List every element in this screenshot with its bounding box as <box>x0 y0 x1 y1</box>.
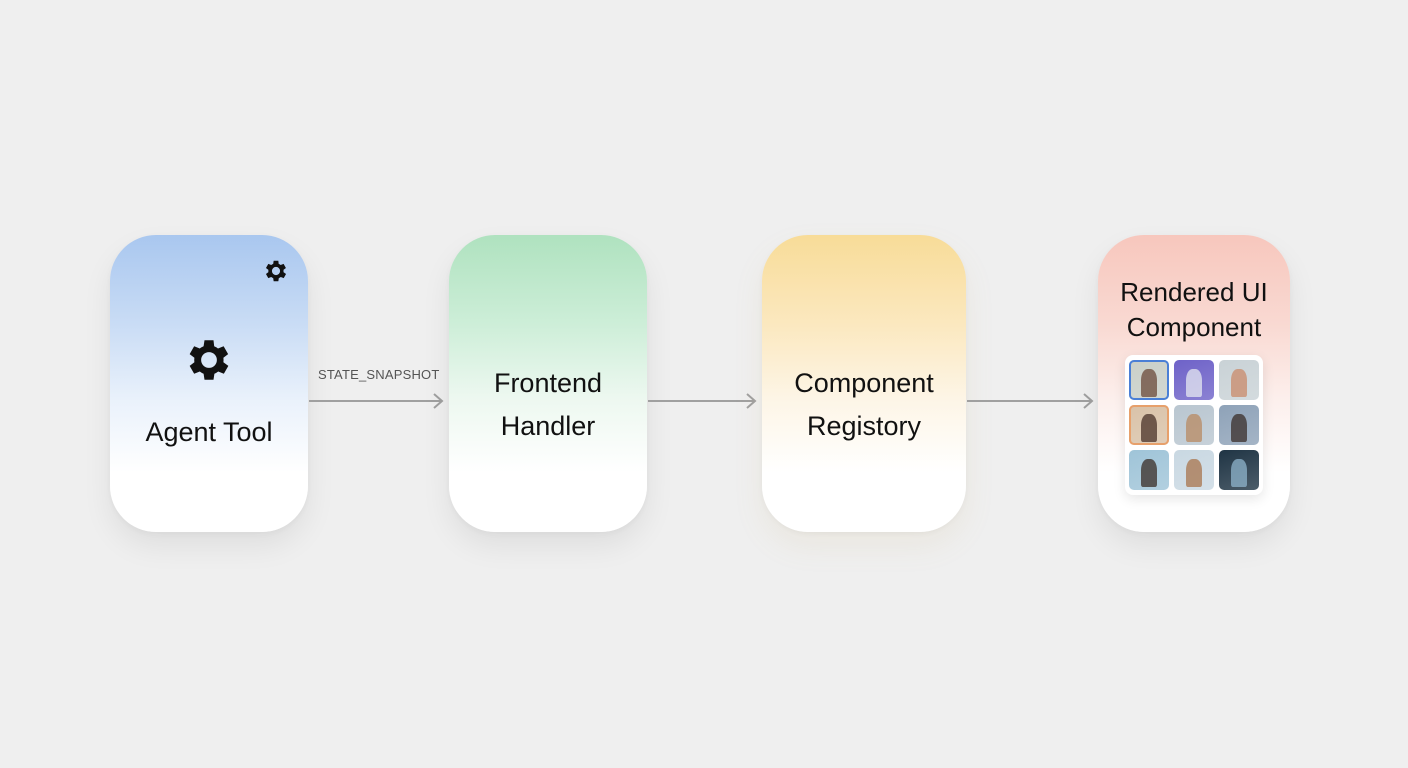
label-line: Handler <box>500 411 596 441</box>
frontend-handler-node: Frontend Handler <box>449 235 647 532</box>
gallery-thumbnail[interactable] <box>1219 360 1259 400</box>
thumbnail-figure <box>1141 368 1157 397</box>
arrow-frontend-to-registry <box>648 391 758 411</box>
thumbnail-figure <box>1141 458 1157 487</box>
gear-icon <box>189 340 229 380</box>
gallery-thumbnail[interactable] <box>1129 360 1169 400</box>
thumbnail-figure <box>1186 458 1202 487</box>
label-line: Registory <box>806 411 922 441</box>
arrow-registry-to-rendered <box>967 391 1095 411</box>
gallery-thumbnail[interactable] <box>1174 405 1214 445</box>
thumbnail-figure <box>1141 413 1157 442</box>
frontend-handler-label: Frontend Handler <box>449 362 647 448</box>
gallery-thumbnail[interactable] <box>1129 405 1169 445</box>
rendered-ui-component-node: Rendered UI Component <box>1098 235 1290 532</box>
thumbnail-figure <box>1186 368 1202 397</box>
arrow-agent-to-frontend <box>309 391 445 411</box>
gallery-thumbnail[interactable] <box>1129 450 1169 490</box>
gear-small-icon <box>265 260 287 282</box>
label-line: Component <box>1126 312 1262 342</box>
thumbnail-figure <box>1231 458 1247 487</box>
image-gallery-grid <box>1125 355 1263 495</box>
label-line: Agent Tool <box>145 417 273 447</box>
agent-tool-label: Agent Tool <box>110 411 308 454</box>
gallery-thumbnail[interactable] <box>1174 450 1214 490</box>
gallery-thumbnail[interactable] <box>1174 360 1214 400</box>
gallery-thumbnail[interactable] <box>1219 405 1259 445</box>
label-line: Component <box>794 368 934 398</box>
label-line: Frontend <box>493 368 603 398</box>
thumbnail-figure <box>1231 413 1247 442</box>
thumbnail-figure <box>1231 368 1247 397</box>
rendered-ui-label: Rendered UI Component <box>1098 275 1290 345</box>
gallery-thumbnail[interactable] <box>1219 450 1259 490</box>
edge-label-state-snapshot: STATE_SNAPSHOT <box>318 367 440 382</box>
component-registry-node: Component Registory <box>762 235 966 532</box>
thumbnail-figure <box>1186 413 1202 442</box>
agent-tool-node: Agent Tool <box>110 235 308 532</box>
label-line: Rendered UI <box>1120 277 1268 307</box>
component-registry-label: Component Registory <box>762 362 966 448</box>
